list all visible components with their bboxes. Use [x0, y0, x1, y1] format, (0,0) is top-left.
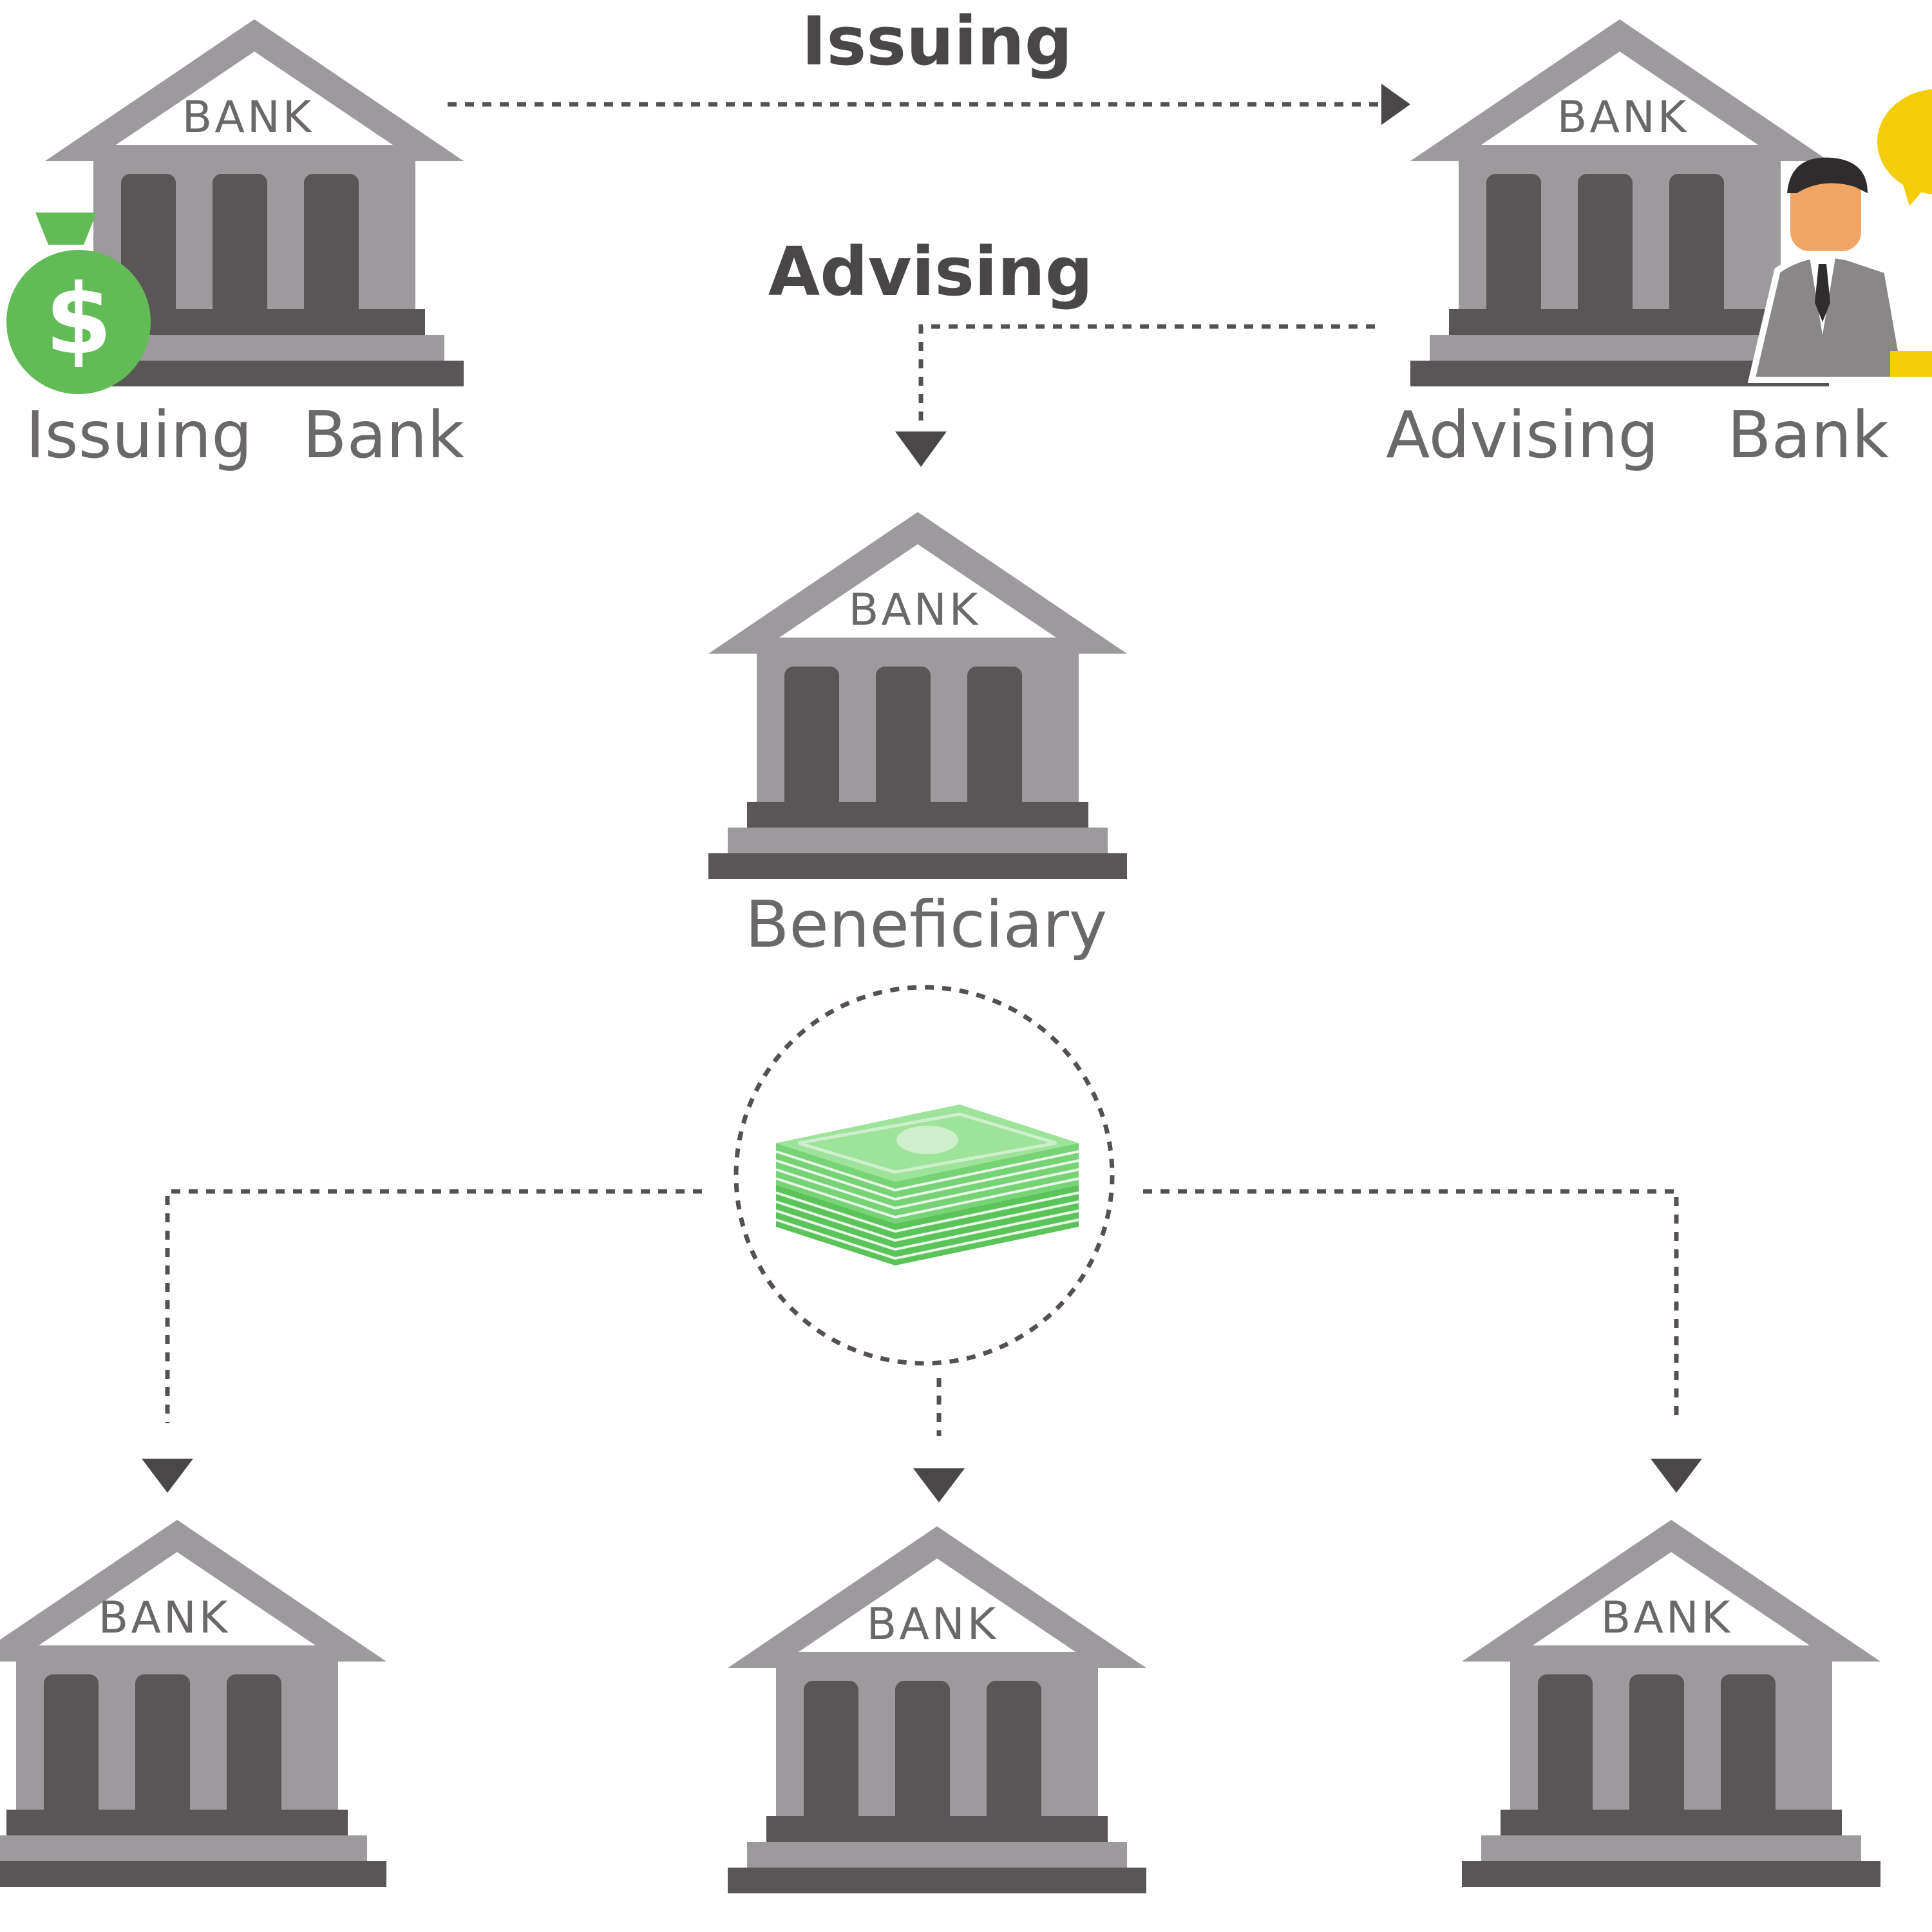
issuing-flow-label: Issuing: [802, 2, 1073, 80]
speech-bubble-icon: [1877, 89, 1932, 206]
svg-text:$: $: [45, 264, 112, 376]
bank-sign: BANK: [182, 92, 314, 143]
advising-flow-label: Advising: [768, 232, 1093, 311]
issuing-flow-arrowhead: [1381, 84, 1410, 125]
issuing-bank-label-left: Issuing: [26, 397, 252, 473]
money-bag-icon: $: [6, 213, 151, 394]
issuing-bank-label-right: Bank: [303, 397, 464, 473]
bank-building-icon: BANK: [708, 512, 1127, 879]
bank-building-icon: BANK: [728, 1526, 1146, 1893]
advising-flow: Advising: [768, 232, 1375, 467]
bank-building-icon: BANK: [1410, 19, 1829, 386]
bank-building-icon: BANK: [0, 1520, 386, 1887]
distribution-flows: [142, 1189, 1702, 1502]
advising-bank-label-left: Advising: [1386, 397, 1659, 473]
bank-sign: BANK: [1557, 92, 1689, 143]
bank-sign: BANK: [1601, 1593, 1733, 1643]
bank-sign: BANK: [99, 1593, 231, 1643]
beneficiary-node: BANK Beneficiary: [708, 512, 1127, 962]
bank-building-icon: BANK: [1462, 1520, 1880, 1887]
flow-to-bottom-right: [1143, 1189, 1679, 1423]
flow-to-bottom-left: [165, 1189, 702, 1423]
cash-stack-icon: [775, 1104, 1079, 1265]
issuing-bank-node: BANK $ Issuing Bank: [6, 19, 464, 473]
bank-building-icon: BANK: [45, 19, 464, 386]
arrowhead-bottom-left: [142, 1459, 193, 1493]
cash-circle: [734, 985, 1115, 1366]
issuing-flow: Issuing: [448, 2, 1410, 125]
advising-bank-node: BANK Advising Bank: [1386, 19, 1932, 473]
bottom-center-bank-node: BANK: [728, 1526, 1146, 1893]
bottom-left-bank-node: BANK: [0, 1520, 386, 1887]
bottom-right-bank-node: BANK: [1462, 1520, 1880, 1887]
advising-flow-line: [918, 324, 1375, 425]
cash-node: [734, 985, 1115, 1366]
banker-person-icon: [1747, 157, 1932, 383]
bank-sign: BANK: [849, 585, 981, 636]
beneficiary-label: Beneficiary: [745, 887, 1107, 962]
advising-flow-arrowhead: [895, 431, 947, 467]
advising-bank-label-right: Bank: [1727, 397, 1889, 473]
arrowhead-bottom-center: [913, 1468, 965, 1502]
arrowhead-bottom-right: [1651, 1459, 1702, 1493]
bank-sign: BANK: [867, 1599, 999, 1650]
